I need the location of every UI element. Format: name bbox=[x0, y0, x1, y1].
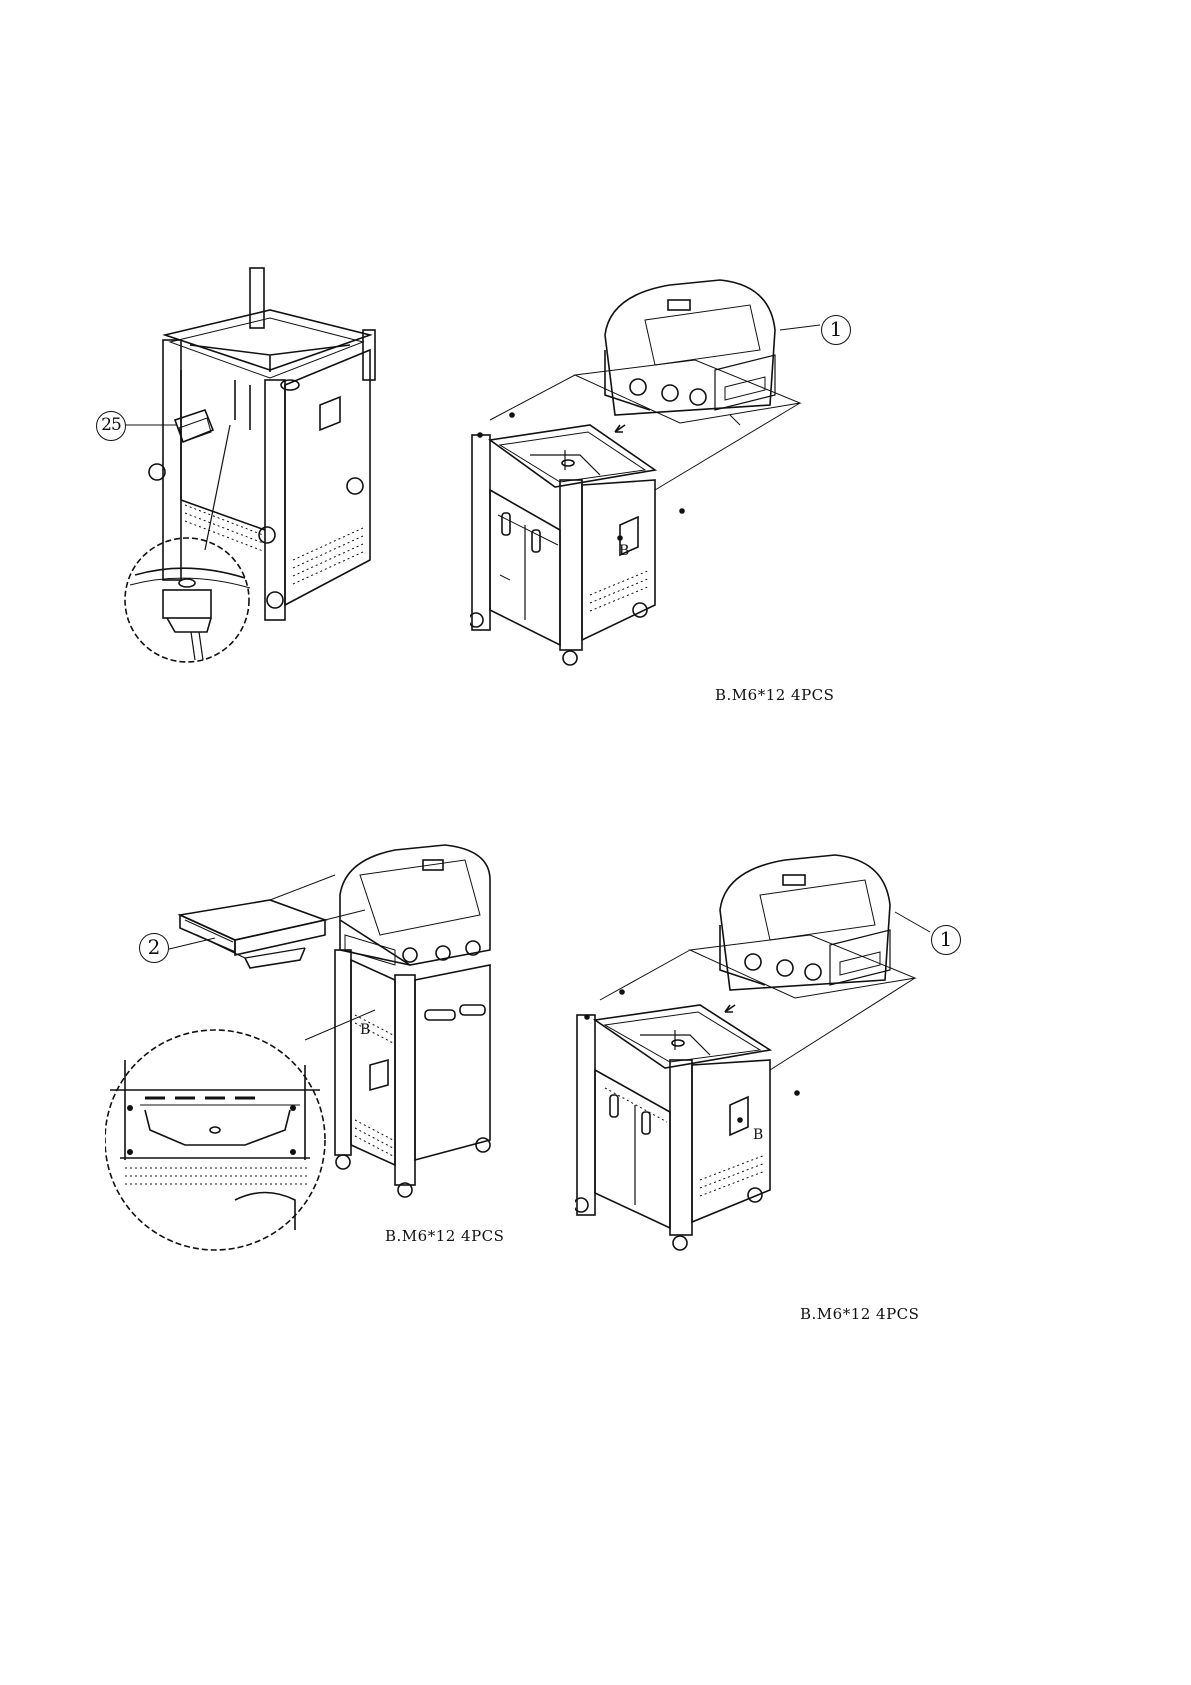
fastener-ref-letter: B bbox=[619, 543, 629, 559]
detail-zoom-circle bbox=[105, 1030, 325, 1250]
fastener-note-left: B.M6*12 4PCS bbox=[385, 1227, 504, 1245]
cart-body bbox=[575, 1005, 770, 1250]
cart-with-drip-tray-figure: 25 bbox=[95, 260, 425, 720]
part-number-25: 25 bbox=[96, 411, 126, 441]
part-number-2: 2 bbox=[139, 933, 169, 963]
side-shelf-mounting-figure: 2 B bbox=[105, 840, 545, 1330]
grill-head bbox=[720, 855, 930, 990]
grill-head bbox=[605, 280, 820, 415]
detail-zoom-circle bbox=[125, 538, 249, 662]
fastener-ref-letter-right: B bbox=[753, 1127, 763, 1143]
grill-head-mounting-figure: 1 B bbox=[470, 275, 930, 735]
fastener-ref-letter-left: B bbox=[360, 1022, 370, 1038]
part-number-1: 1 bbox=[821, 315, 851, 345]
back-post-left bbox=[250, 268, 264, 328]
part-number-1-bottom: 1 bbox=[931, 925, 961, 955]
fastener-note: B.M6*12 4PCS bbox=[715, 686, 834, 704]
fastener-note-right: B.M6*12 4PCS bbox=[800, 1305, 919, 1323]
assembled-grill bbox=[335, 845, 490, 1197]
side-shelf bbox=[180, 875, 365, 968]
grill-head-mounting-figure-2: 1 B bbox=[575, 850, 1035, 1330]
